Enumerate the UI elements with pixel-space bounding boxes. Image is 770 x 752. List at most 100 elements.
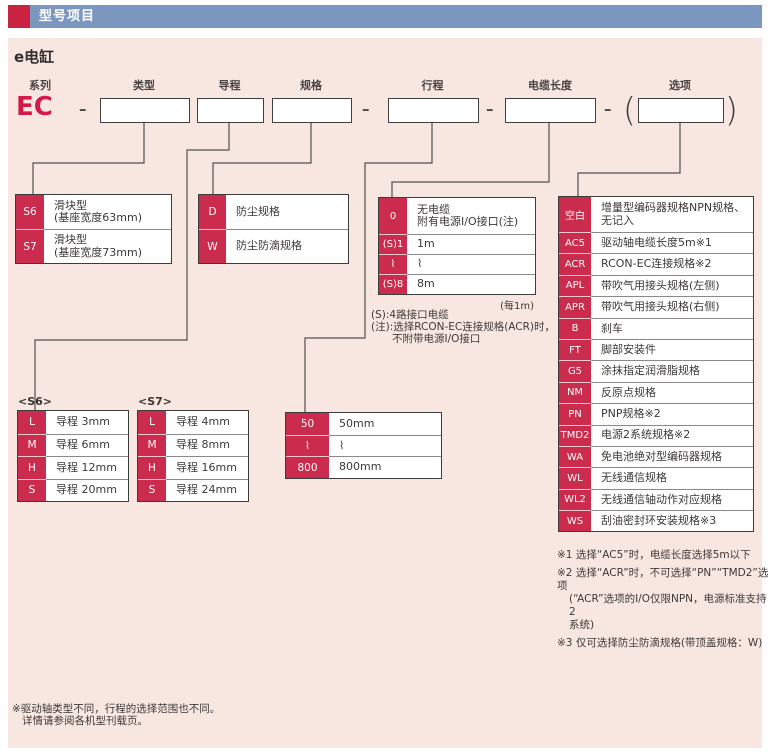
text-line: (注):选择RCON-EC连接规格(ACR)时，	[371, 321, 556, 333]
code-cell: W	[199, 229, 226, 263]
field-box-cable	[505, 98, 596, 123]
code-cell: 800	[286, 456, 329, 479]
product-title: e电缸	[14, 48, 55, 66]
field-box-spec	[272, 98, 352, 123]
bottom-note: ※驱动轴类型不同，行程的选择范围也不同。详情请参阅各机型刊载页。	[12, 703, 220, 727]
desc-cell: 刮油密封环安装规格※3	[591, 510, 753, 531]
text-line: 不附带电源I/O接口	[392, 333, 481, 345]
series-code: EC	[16, 92, 53, 122]
code-cell: WL	[559, 467, 591, 489]
field-box-lead	[197, 98, 264, 123]
desc-cell: 刹车	[591, 317, 753, 339]
text-line: ※1 选择“AC5”时，电缆长度选择5m以下	[557, 549, 751, 561]
table-row: ⌇⌇	[379, 254, 535, 274]
desc-cell: ⌇	[329, 434, 441, 457]
code-cell: ⌇	[286, 434, 329, 457]
desc-cell: 800mm	[329, 456, 441, 478]
section-header: 型号项目	[8, 5, 762, 28]
text-line: 系统)	[569, 619, 595, 631]
options-paren-close: )	[725, 90, 738, 129]
header-accent-square	[8, 5, 30, 28]
field-label-series: 系列	[29, 79, 51, 92]
desc-cell: 防尘防滴规格	[226, 229, 348, 263]
desc-cell: 无线通信轴动作对应规格	[591, 488, 753, 510]
code-cell: S6	[16, 195, 44, 229]
code-cell: S	[138, 478, 166, 501]
code-cell: H	[138, 456, 166, 479]
text-line: ※驱动轴类型不同，行程的选择范围也不同。	[12, 703, 221, 715]
code-cell: APR	[559, 296, 591, 318]
desc-cell: 无电缆 附有电源I/O接口(注)	[417, 202, 519, 228]
table-row: 空白增量型编码器规格NPN规格、 无记入	[559, 197, 753, 232]
code-cell: L	[138, 411, 166, 434]
lead-caption-s7: <S7>	[138, 395, 173, 408]
model-dash: –	[362, 100, 370, 118]
desc-cell: 导程 24mm	[166, 478, 248, 502]
code-cell: ACR	[559, 253, 591, 275]
code-cell: L	[18, 411, 46, 434]
desc-cell: 驱动轴电缆长度5m※1	[591, 232, 753, 253]
field-label-type: 类型	[133, 79, 155, 92]
code-cell: AC5	[559, 232, 591, 254]
model-dash: –	[79, 100, 87, 118]
code-cell: H	[18, 456, 46, 479]
code-cell: S7	[16, 229, 44, 263]
desc-cell: 导程 8mm	[166, 433, 248, 457]
field-label-cable: 电缆长度	[528, 79, 572, 92]
desc-cell: 电源2系统规格※2	[591, 424, 753, 446]
field-label-options: 选项	[669, 79, 691, 92]
code-cell: M	[18, 433, 46, 456]
code-cell: FT	[559, 338, 591, 361]
code-cell: B	[559, 317, 591, 339]
desc-cell: 50mm	[339, 416, 375, 430]
code-cell: WA	[559, 445, 591, 468]
field-label-stroke: 行程	[421, 79, 444, 92]
code-cell: 空白	[559, 197, 591, 232]
code-cell: APL	[559, 274, 591, 297]
table-row: L 导程 3mm	[18, 411, 128, 434]
desc-cell: 导程 3mm	[56, 415, 110, 428]
desc-cell: 导程 16mm	[166, 456, 248, 479]
field-label-spec: 规格	[300, 79, 322, 92]
desc-cell: 带吹气用接头规格(左侧)	[591, 274, 753, 296]
code-cell: (S)8	[379, 274, 407, 294]
text-line: (“ACR”选项的I/O仅限NPN，电源标准支持2	[569, 593, 767, 618]
table-row: ⌇⌇	[286, 434, 441, 457]
text-line: ※2 选择“ACR”时，不可选择“PN”“TMD2”选项	[557, 567, 769, 592]
desc-cell: 滑块型 (基座宽度73mm)	[44, 229, 171, 263]
code-cell: 0	[379, 198, 407, 234]
desc-cell: 涂抹指定润滑脂规格	[591, 360, 753, 381]
code-cell: G5	[559, 360, 591, 382]
cable-notes: (S):4路接口电缆(注):选择RCON-EC连接规格(ACR)时，不附带电源I…	[371, 309, 555, 345]
code-cell: ⌇	[379, 254, 407, 274]
desc-cell: 带吹气用接头规格(右侧)	[591, 296, 753, 317]
header-title: 型号项目	[39, 9, 96, 24]
options-paren-open: (	[623, 90, 636, 129]
